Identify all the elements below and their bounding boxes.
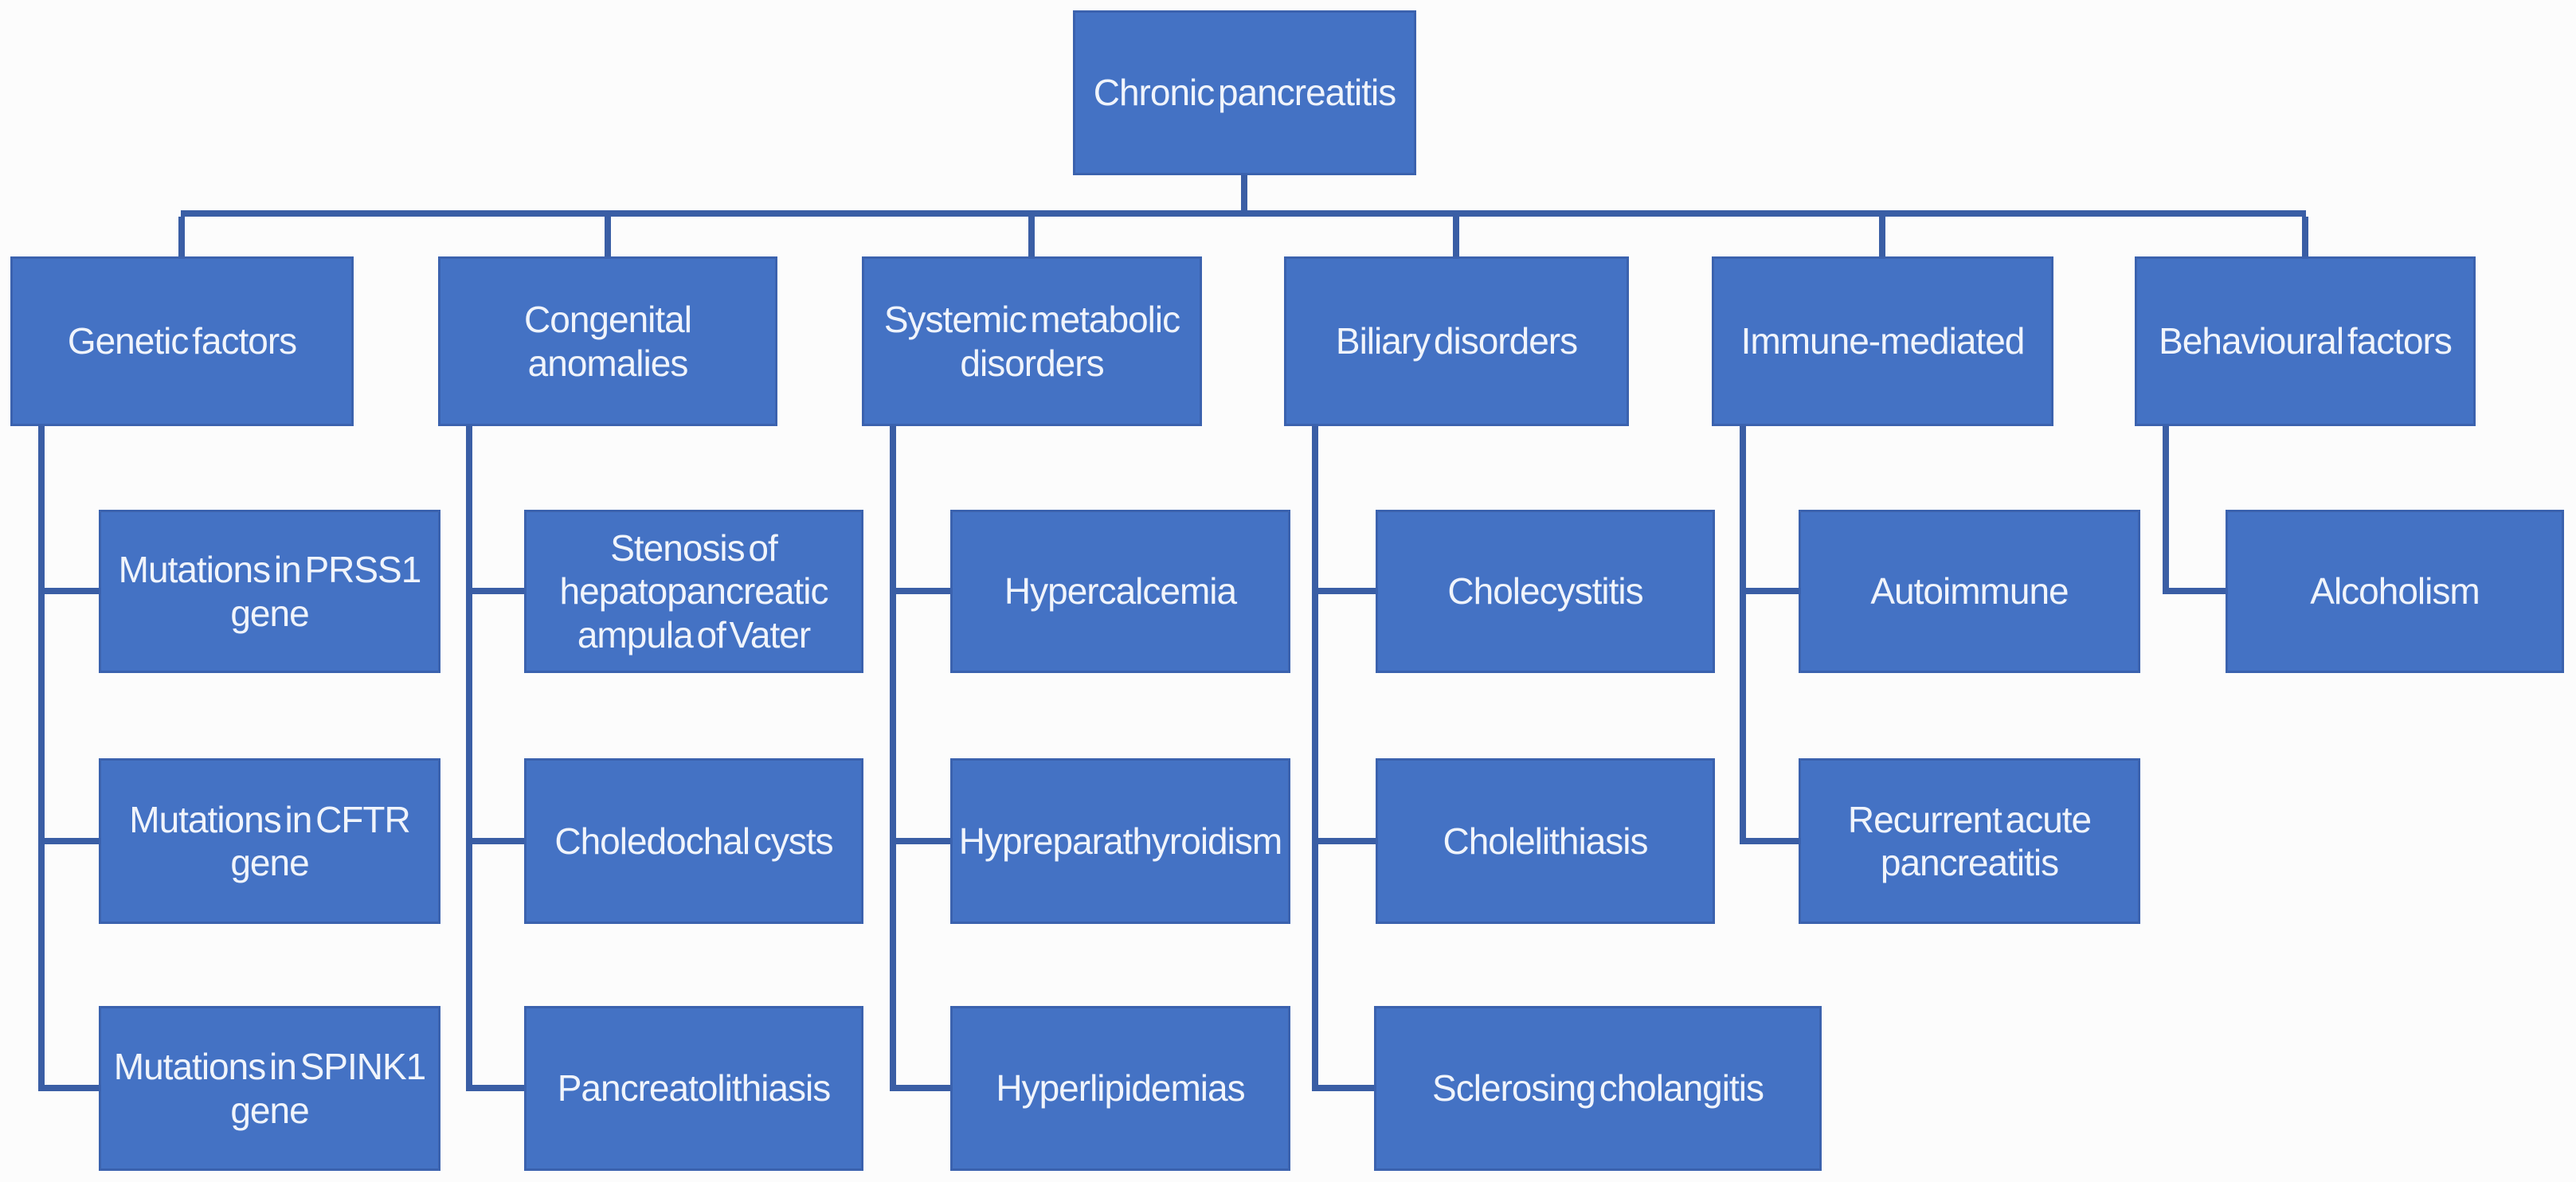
connector-tick bbox=[38, 1085, 99, 1091]
connector-trunk bbox=[2163, 426, 2169, 594]
connector-tick bbox=[38, 838, 99, 844]
connector-tick bbox=[2163, 588, 2226, 594]
node-genetic-factors: Genetic factors bbox=[10, 256, 354, 426]
connector-tick bbox=[890, 588, 950, 594]
connector-tick bbox=[466, 838, 524, 844]
connector-branch-stub bbox=[605, 217, 611, 256]
node-mutations-spink1-gene: Mutations in SPINK1 gene bbox=[99, 1006, 440, 1171]
node-cholecystitis: Cholecystitis bbox=[1376, 510, 1715, 673]
node-cholelithiasis: Cholelithiasis bbox=[1376, 758, 1715, 924]
connector-trunk bbox=[1312, 426, 1318, 1091]
node-systemic-metabolic-disorders: Systemic metabolic disorders bbox=[862, 256, 1202, 426]
node-chronic-pancreatitis: Chronic pancreatitis bbox=[1073, 10, 1416, 175]
node-pancreatolithiasis: Pancreatolithiasis bbox=[524, 1006, 863, 1171]
connector-top-bar bbox=[181, 210, 2306, 217]
connector-tick bbox=[890, 838, 950, 844]
node-biliary-disorders: Biliary disorders bbox=[1284, 256, 1629, 426]
connector-tick bbox=[890, 1085, 950, 1091]
node-hypreparathyroidism: Hypreparathyroidism bbox=[950, 758, 1290, 924]
node-stenosis-ampula-vater: Stenosis of hepatopancreatic ampula of V… bbox=[524, 510, 863, 673]
node-hyperlipidemias: Hyperlipidemias bbox=[950, 1006, 1290, 1171]
connector-trunk bbox=[1740, 426, 1746, 844]
node-alcoholism: Alcoholism bbox=[2226, 510, 2564, 673]
connector-branch-stub bbox=[2302, 217, 2308, 256]
node-mutations-cftr-gene: Mutations in CFTR gene bbox=[99, 758, 440, 924]
connector-trunk bbox=[466, 426, 472, 1091]
connector-trunk bbox=[38, 426, 45, 1091]
connector-root-stub bbox=[1241, 175, 1247, 217]
connector-branch-stub bbox=[1879, 217, 1885, 256]
connector-trunk bbox=[890, 426, 896, 1091]
connector-tick bbox=[1740, 838, 1799, 844]
node-mutations-prss1-gene: Mutations in PRSS1 gene bbox=[99, 510, 440, 673]
connector-branch-stub bbox=[178, 217, 185, 256]
node-recurrent-acute-pancreatitis: Recurrent acute pancreatitis bbox=[1799, 758, 2140, 924]
node-immune-mediated: Immune-mediated bbox=[1712, 256, 2053, 426]
connector-tick bbox=[1312, 1085, 1374, 1091]
connector-branch-stub bbox=[1453, 217, 1459, 256]
node-sclerosing-cholangitis: Sclerosing cholangitis bbox=[1374, 1006, 1822, 1171]
node-congenital-anomalies: Congenital anomalies bbox=[438, 256, 777, 426]
connector-tick bbox=[466, 1085, 524, 1091]
node-hypercalcemia: Hypercalcemia bbox=[950, 510, 1290, 673]
node-choledochal-cysts: Choledochal cysts bbox=[524, 758, 863, 924]
connector-tick bbox=[466, 588, 524, 594]
connector-tick bbox=[1312, 588, 1376, 594]
connector-tick bbox=[38, 588, 99, 594]
node-behavioural-factors: Behavioural factors bbox=[2135, 256, 2476, 426]
connector-branch-stub bbox=[1028, 217, 1035, 256]
connector-tick bbox=[1740, 588, 1799, 594]
connector-tick bbox=[1312, 838, 1376, 844]
node-autoimmune: Autoimmune bbox=[1799, 510, 2140, 673]
